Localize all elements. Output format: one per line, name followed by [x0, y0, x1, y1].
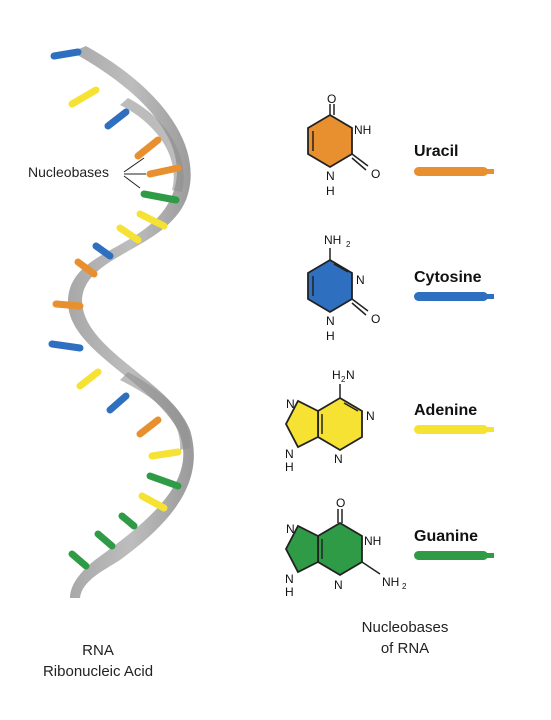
atom-label: O — [327, 92, 336, 106]
helix-caption-line2: Ribonucleic Acid — [43, 663, 153, 680]
base-stick — [68, 86, 100, 108]
atom-label: N — [326, 314, 335, 328]
atom-label: NH — [364, 534, 381, 548]
atom-label-subscript: 2 — [402, 582, 407, 591]
base-stick — [52, 300, 84, 310]
base-stick — [74, 258, 98, 278]
base-bar-uracil — [414, 167, 488, 176]
guanine-five-ring — [284, 524, 319, 574]
base-row-guanine: O N NH N H N NH 2 Guanine — [284, 496, 494, 599]
base-stick — [138, 492, 168, 512]
base-stick — [146, 164, 182, 178]
base-stick — [106, 392, 130, 414]
base-bar-guanine — [414, 551, 488, 560]
guanine-six-ring — [317, 521, 363, 577]
bar-tip — [486, 553, 494, 558]
atom-label: N — [285, 447, 294, 461]
base-stick — [104, 108, 130, 130]
bar-tip — [486, 294, 494, 299]
base-bar-adenine — [414, 425, 488, 434]
nucleobases-callout-label: Nucleobases — [28, 164, 109, 180]
base-stick — [94, 530, 116, 550]
atom-label: O — [371, 312, 380, 326]
cytosine-ring — [307, 258, 353, 314]
rna-helix: Nucleobases RNA Ribonucleic Acid — [28, 46, 194, 680]
atom-label: NH — [354, 123, 371, 137]
uracil-structure: O NH O N H — [307, 92, 380, 198]
base-bar-cytosine — [414, 292, 488, 301]
atom-label: H — [285, 460, 294, 474]
atom-label: H — [326, 329, 335, 343]
atom-label: N — [286, 522, 295, 536]
base-row-cytosine: NH 2 N O N H Cytosine — [307, 233, 494, 343]
base-sticks — [48, 48, 182, 570]
base-stick — [146, 472, 182, 490]
base-name-guanine: Guanine — [414, 528, 478, 545]
base-stick — [148, 448, 182, 460]
adenine-structure: H 2 N N N N H N — [284, 368, 375, 474]
atom-label: H — [285, 585, 294, 599]
base-name-cytosine: Cytosine — [414, 269, 482, 286]
base-row-adenine: H 2 N N N N H N Adenine — [284, 368, 494, 474]
base-stick — [134, 136, 162, 160]
atom-label: N — [356, 273, 365, 287]
atom-label: NH — [382, 575, 399, 589]
base-stick — [48, 340, 84, 352]
base-stick — [118, 512, 138, 530]
atom-label-subscript: 2 — [341, 375, 346, 384]
atom-label: N — [286, 397, 295, 411]
base-row-uracil: O NH O N H Uracil — [307, 92, 494, 198]
atom-label: H — [332, 368, 341, 382]
base-stick — [92, 242, 114, 260]
atom-label: N — [326, 169, 335, 183]
atom-label: N — [346, 368, 355, 382]
atom-label: O — [336, 496, 345, 510]
helix-ribbon-shade — [120, 372, 191, 450]
base-stick — [50, 48, 82, 60]
helix-ribbon — [67, 46, 194, 598]
cytosine-structure: NH 2 N O N H — [307, 233, 380, 343]
base-stick — [116, 224, 142, 244]
atom-label: N — [366, 409, 375, 423]
nucleobases-callout — [123, 157, 146, 189]
legend-caption-line2: of RNA — [381, 640, 429, 657]
guanine-structure: O N NH N H N NH 2 — [284, 496, 407, 599]
adenine-five-ring — [284, 399, 319, 449]
atom-label: H — [326, 184, 335, 198]
base-name-adenine: Adenine — [414, 402, 477, 419]
legend-caption-line1: Nucleobases — [362, 619, 449, 636]
atom-label: NH — [324, 233, 341, 247]
adenine-six-ring — [317, 396, 363, 452]
atom-label: O — [371, 167, 380, 181]
base-stick — [136, 210, 168, 230]
atom-label: N — [334, 452, 343, 466]
bar-tip — [486, 427, 494, 432]
base-name-uracil: Uracil — [414, 143, 458, 160]
helix-ribbon-shade — [120, 98, 184, 192]
atom-label: N — [285, 572, 294, 586]
base-stick — [68, 550, 90, 570]
base-stick — [140, 190, 180, 204]
helix-caption-line1: RNA — [82, 642, 114, 659]
atom-label-subscript: 2 — [346, 240, 351, 249]
uracil-ring — [307, 113, 353, 169]
atom-label: N — [334, 578, 343, 592]
base-stick — [136, 416, 162, 438]
bar-tip — [486, 169, 494, 174]
base-stick — [76, 368, 102, 390]
